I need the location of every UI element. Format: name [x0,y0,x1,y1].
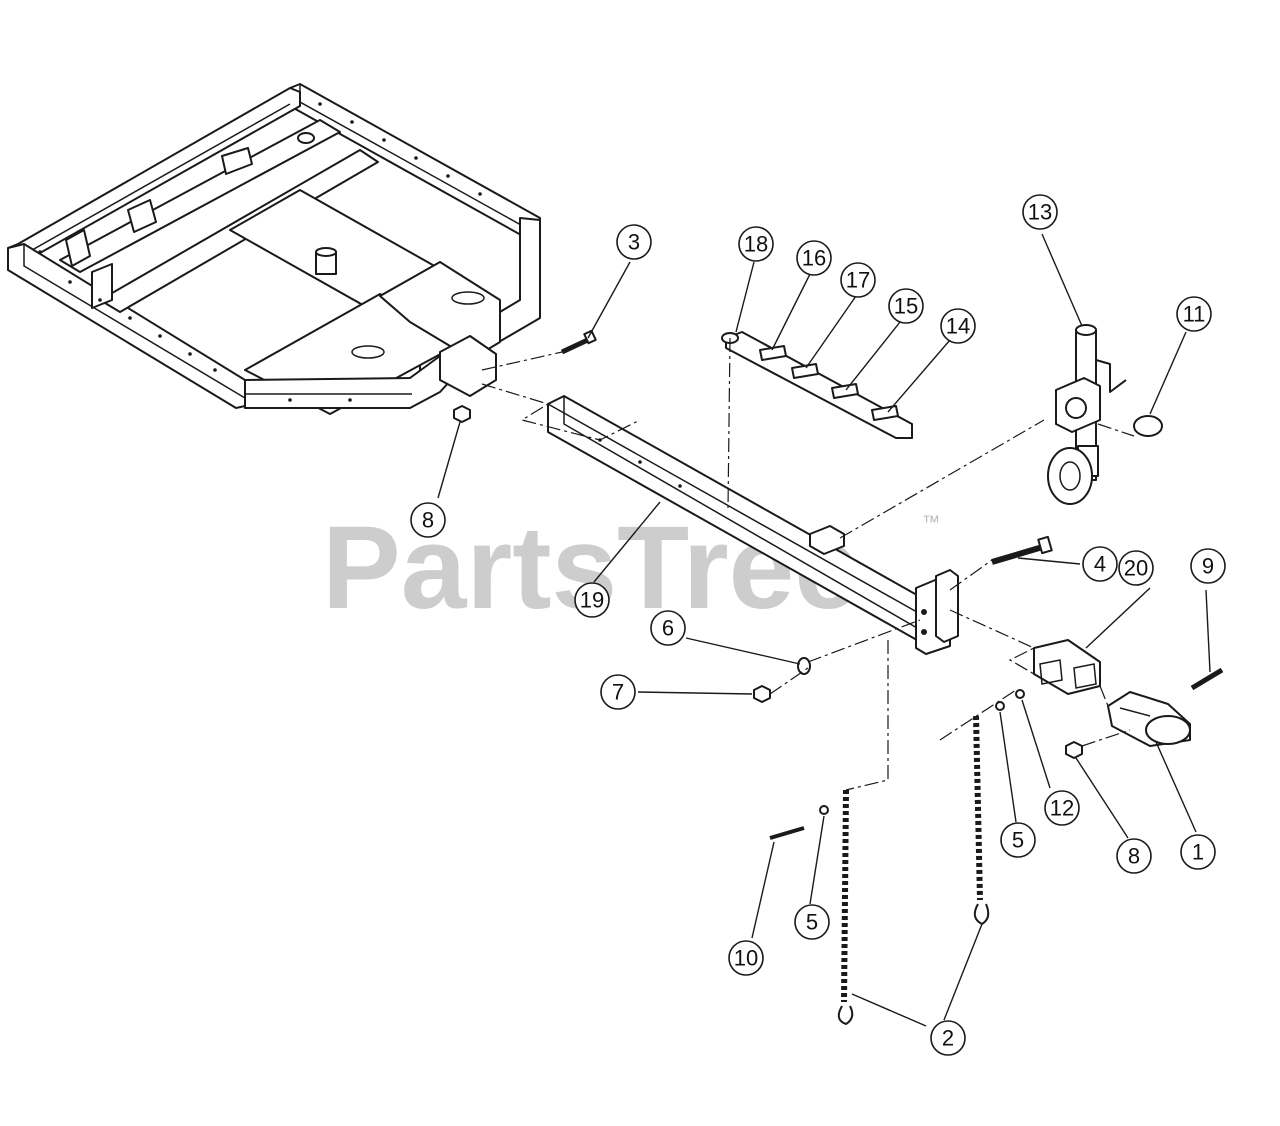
tongue-19 [547,395,959,655]
callout-2[interactable]: 2 [930,1020,966,1056]
callout-15[interactable]: 15 [888,288,924,324]
callout-11-label: 11 [1183,302,1206,327]
decal-strip [721,331,913,439]
coupler-1 [1107,691,1191,747]
jack-13 [1047,324,1127,505]
callout-13[interactable]: 13 [1022,194,1058,230]
bolt-10 [769,826,805,840]
callout-12-label: 12 [1050,796,1074,821]
bolt-3 [560,329,597,355]
leader-lines [437,233,1211,1027]
callout-4[interactable]: 4 [1082,546,1118,582]
callout-4-label: 4 [1094,552,1106,577]
callout-8-left-label: 8 [422,508,434,533]
nut-8-right [1065,741,1083,759]
callout-8-left[interactable]: 8 [410,502,446,538]
callout-5-right[interactable]: 5 [1000,822,1036,858]
callout-6[interactable]: 6 [650,610,686,646]
callout-15-label: 15 [894,294,918,319]
callout-8-right[interactable]: 8 [1116,838,1152,874]
assembly-lines [481,337,1135,791]
callout-16[interactable]: 16 [796,240,832,276]
callout-9[interactable]: 9 [1190,548,1226,584]
coupler-mount-20 [1033,639,1101,695]
frame-assembly [7,83,541,415]
callout-12[interactable]: 12 [1044,790,1080,826]
callout-20[interactable]: 20 [1118,550,1154,586]
callout-6-label: 6 [662,616,674,641]
nut-8-left [453,405,471,423]
callout-14-label: 14 [946,314,970,339]
callout-14[interactable]: 14 [940,308,976,344]
callout-2-label: 2 [942,1026,954,1051]
callout-17[interactable]: 17 [840,262,876,298]
callout-3[interactable]: 3 [616,224,652,260]
nut-7 [753,685,771,703]
clip-11 [1133,415,1163,437]
callout-19-label: 19 [580,588,604,613]
callout-10[interactable]: 10 [728,940,764,976]
callout-8-right-label: 8 [1128,844,1140,869]
callout-5-left[interactable]: 5 [794,904,830,940]
bolt-4 [991,535,1053,565]
callout-7[interactable]: 7 [600,674,636,710]
callout-3-label: 3 [628,230,640,255]
lockwasher-5-right [995,701,1005,711]
bolt-9 [1190,667,1224,691]
washer-12 [1015,689,1025,699]
callout-18[interactable]: 18 [738,226,774,262]
frame-holes [38,102,482,402]
callout-1[interactable]: 1 [1180,834,1216,870]
chain-2-right [973,715,990,925]
washer-6 [797,657,811,675]
callout-17-label: 17 [846,268,870,293]
callout-1-label: 1 [1192,840,1204,865]
callout-11[interactable]: 11 [1176,296,1212,332]
callout-18-label: 18 [744,232,768,257]
callout-7-label: 7 [612,680,624,705]
callout-16-label: 16 [802,246,826,271]
callout-5-right-label: 5 [1012,828,1024,853]
callout-19[interactable]: 19 [574,582,610,618]
chain-2-left [837,789,854,1025]
lockwasher-5-left [819,805,829,815]
callout-5-left-label: 5 [806,910,818,935]
callout-10-label: 10 [734,946,758,971]
callout-9-label: 9 [1202,554,1214,579]
callout-20-label: 20 [1124,556,1148,581]
callout-13-label: 13 [1028,200,1052,225]
watermark-trademark: ™ [922,512,940,532]
